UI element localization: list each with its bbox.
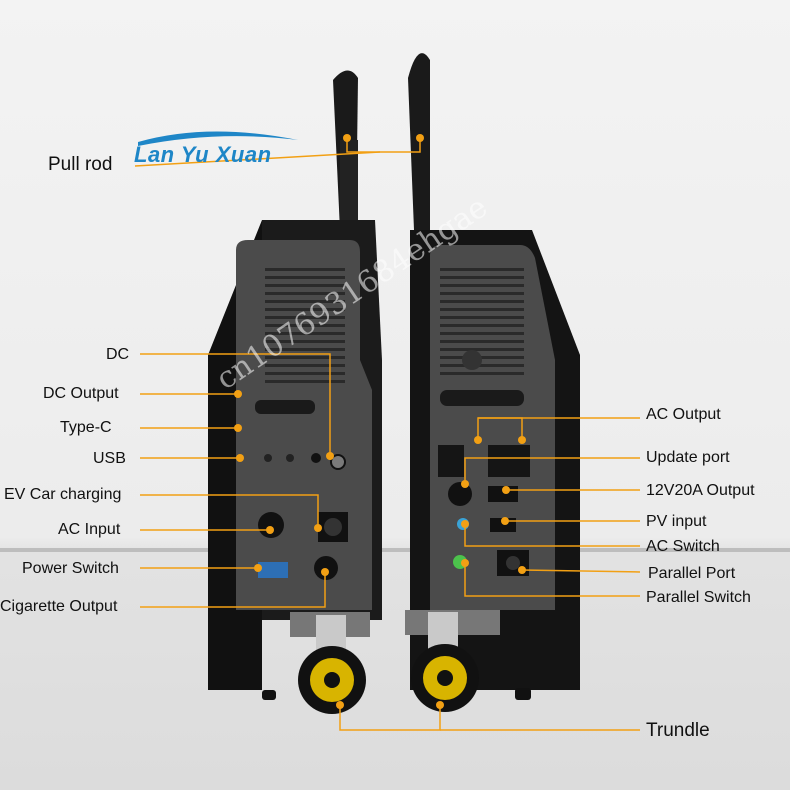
ac-outlet-2 <box>488 445 530 477</box>
label-ev-car-charging: EV Car charging <box>4 486 122 503</box>
label-dc: DC <box>106 346 130 363</box>
cigarette-socket <box>314 556 338 580</box>
label-pull-rod: Pull rod <box>48 154 113 175</box>
label-usb: USB <box>93 450 126 467</box>
brand-logo: Lan Yu Xuan <box>128 128 303 178</box>
logo-text: Lan Yu Xuan <box>134 142 272 167</box>
label-parallel-port: Parallel Port <box>648 565 736 582</box>
label-ac-input: AC Input <box>58 521 121 538</box>
right-front-panel <box>430 245 555 610</box>
ac-outlet-1 <box>438 445 464 477</box>
logo-swoosh-icon <box>138 131 298 146</box>
power-switch <box>258 562 288 578</box>
label-ac-output: AC Output <box>646 406 721 423</box>
label-ac-switch: AC Switch <box>646 538 720 555</box>
label-pv-input: PV input <box>646 513 707 530</box>
label-power-switch: Power Switch <box>22 560 119 577</box>
right-vents <box>440 268 524 375</box>
label-parallel-switch: Parallel Switch <box>646 589 751 606</box>
left-vents <box>265 268 345 383</box>
right-unit <box>405 53 580 712</box>
ac-input-socket <box>258 512 284 538</box>
label-trundle: Trundle <box>646 720 710 741</box>
label-12v20a-output: 12V20A Output <box>646 482 755 499</box>
label-cigarette-output: Cigarette Output <box>0 598 118 615</box>
label-dc-output: DC Output <box>43 385 119 402</box>
callout-dots <box>234 134 526 709</box>
label-update-port: Update port <box>646 449 730 466</box>
callout-lines <box>134 138 641 731</box>
left-unit <box>208 70 382 714</box>
label-type-c: Type-C <box>60 419 112 436</box>
floor-line <box>0 548 790 552</box>
